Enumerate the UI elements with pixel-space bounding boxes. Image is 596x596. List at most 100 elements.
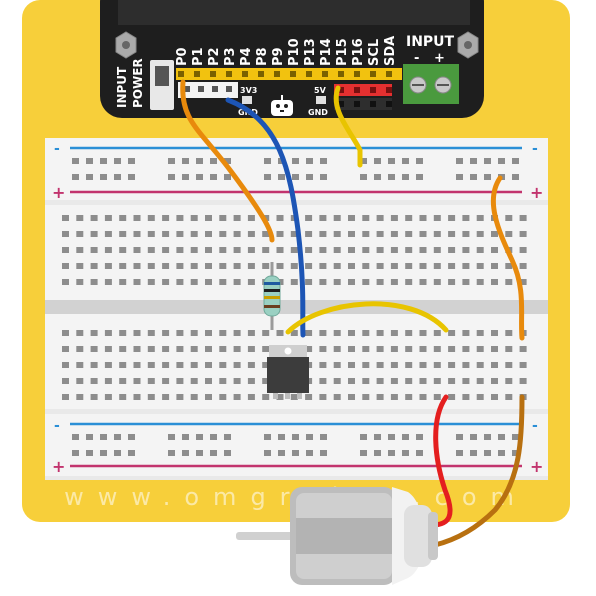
controller-board: INPUT POWER P0 P1 P2 P3 P4 P8 P9 P10 P13… xyxy=(100,0,484,118)
terminal-hole xyxy=(448,394,456,400)
rail-hole xyxy=(320,450,327,456)
yellow-wire-jumper xyxy=(285,301,449,335)
terminal-hole xyxy=(162,378,170,384)
terminal-hole xyxy=(162,394,170,400)
terminal-hole xyxy=(476,346,484,352)
terminal-hole xyxy=(390,346,398,352)
terminal-hole xyxy=(519,263,527,269)
terminal-hole xyxy=(319,378,327,384)
terminal-hole xyxy=(219,215,227,221)
terminal-hole xyxy=(276,231,284,237)
terminal-hole xyxy=(419,346,427,352)
terminal-hole xyxy=(247,247,255,253)
rail-hole xyxy=(320,158,327,164)
terminal-hole xyxy=(76,231,84,237)
terminal-hole xyxy=(133,215,141,221)
terminal-hole xyxy=(433,362,441,368)
terminal-hole xyxy=(76,279,84,285)
terminal-hole xyxy=(290,231,298,237)
terminal-hole xyxy=(405,247,413,253)
rail-hole xyxy=(224,450,231,456)
terminal-hole xyxy=(390,394,398,400)
top-rail-minus-right: - xyxy=(532,141,538,157)
rail-hole xyxy=(306,450,313,456)
terminal-hole xyxy=(76,330,84,336)
terminal-hole xyxy=(176,346,184,352)
rail-hole xyxy=(86,174,93,180)
terminal-hole xyxy=(462,330,470,336)
label-3v3: 3V3 xyxy=(240,86,257,95)
terminal-hole xyxy=(90,378,98,384)
bottom-rail-holes xyxy=(72,434,519,456)
terminal-hole xyxy=(276,215,284,221)
terminal-hole xyxy=(448,346,456,352)
terminal-hole xyxy=(476,215,484,221)
terminal-hole xyxy=(90,362,98,368)
terminal-hole xyxy=(176,330,184,336)
terminal-hole xyxy=(405,378,413,384)
terminal-hole xyxy=(348,346,355,352)
terminal-hole xyxy=(62,362,69,368)
pin-label-p0: P0 xyxy=(175,47,190,66)
terminal-hole xyxy=(147,330,155,336)
terminal-hole xyxy=(333,263,341,269)
terminal-hole xyxy=(119,394,127,400)
terminal-hole xyxy=(176,231,184,237)
terminal-hole xyxy=(405,362,413,368)
rail-hole xyxy=(484,158,491,164)
rail-hole xyxy=(86,450,93,456)
terminal-hole xyxy=(348,362,355,368)
terminal-hole xyxy=(62,346,69,352)
terminal-hole xyxy=(90,231,98,237)
terminal-hole xyxy=(162,346,170,352)
terminal-hole xyxy=(505,279,513,285)
terminal-hole xyxy=(290,279,298,285)
terminal-hole xyxy=(119,330,127,336)
terminal-hole xyxy=(247,362,255,368)
terminal-hole xyxy=(176,279,184,285)
terminal-hole xyxy=(247,263,255,269)
terminal-hole xyxy=(362,263,370,269)
terminal-hole xyxy=(390,247,398,253)
rail-hole xyxy=(456,434,463,440)
rail-hole xyxy=(182,450,189,456)
rail-hole xyxy=(196,174,203,180)
terminal-hole xyxy=(290,263,298,269)
white-pin-header xyxy=(178,82,238,98)
terminal-hole xyxy=(376,215,384,221)
rail-hole xyxy=(168,158,175,164)
power-switch[interactable] xyxy=(150,60,174,110)
terminal-hole xyxy=(505,231,513,237)
terminal-hole xyxy=(362,394,370,400)
terminal-hole xyxy=(190,247,198,253)
label-5v: 5V xyxy=(314,86,327,95)
rail-hole xyxy=(168,450,175,456)
terminal-hole xyxy=(376,263,384,269)
terminal-hole xyxy=(390,263,398,269)
terminal-hole xyxy=(62,215,69,221)
terminal-hole xyxy=(90,247,98,253)
terminal-hole xyxy=(405,279,413,285)
terminal-hole xyxy=(433,263,441,269)
terminal-hole xyxy=(462,215,470,221)
top-rail-plus-left: + xyxy=(52,183,65,202)
rail-hole xyxy=(292,174,299,180)
rail-hole xyxy=(484,174,491,180)
terminal-hole xyxy=(62,263,69,269)
terminal-hole xyxy=(419,215,427,221)
rail-hole xyxy=(210,434,217,440)
terminal-hole xyxy=(104,362,112,368)
terminal-hole xyxy=(491,247,498,253)
rail-hole xyxy=(470,174,477,180)
terminal-hole xyxy=(505,263,513,269)
terminal-hole xyxy=(462,279,470,285)
terminal-hole xyxy=(90,279,98,285)
terminal-hole xyxy=(233,330,241,336)
bottom-rail-minus-right: - xyxy=(532,418,538,434)
terminal-hole xyxy=(333,231,341,237)
terminal-hole xyxy=(190,394,198,400)
terminal-hole xyxy=(433,330,441,336)
pin-label-p16: P16 xyxy=(351,38,366,66)
terminal-hole xyxy=(448,330,456,336)
terminal-hole xyxy=(290,394,298,400)
